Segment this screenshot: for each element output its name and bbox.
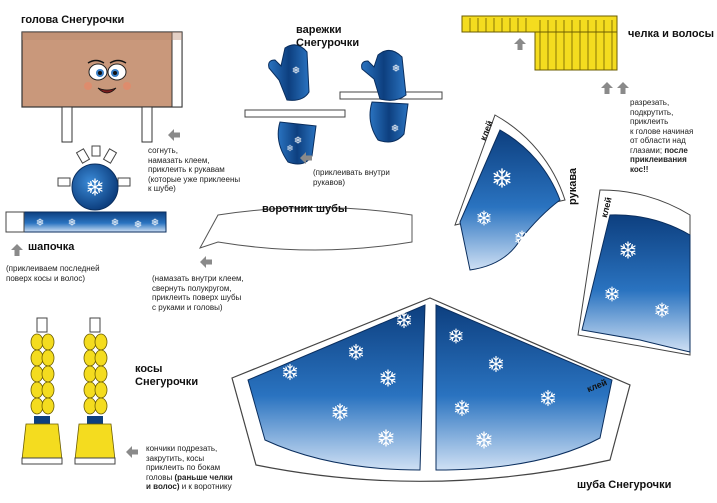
sleeve-template-left <box>454 114 566 271</box>
sleeve-label: рукава <box>567 167 579 205</box>
hat-template <box>5 145 167 233</box>
head-template <box>21 31 183 143</box>
braids-template <box>21 317 116 465</box>
head-label: голова Снегурочки <box>21 14 125 26</box>
collar-label: воротник шубы <box>262 203 348 215</box>
arrow-left-icon <box>200 256 212 268</box>
arrow-up-icon <box>617 82 629 94</box>
arrow-left-icon <box>126 446 138 458</box>
bangs-note: разрезать, подкрутить, приклеить к голов… <box>630 98 694 174</box>
hat-note: (приклеиваем последней поверх косы и вол… <box>6 264 100 283</box>
face-icon <box>84 59 131 94</box>
mittens-label-line1: варежки <box>296 24 342 36</box>
sleeve-template-right <box>577 189 691 356</box>
coat-template <box>231 297 631 482</box>
mittens-label-line2: Снегурочки <box>296 37 360 49</box>
collar-note: (намазать внутри клеем, свернуть полукру… <box>152 274 244 312</box>
bangs-template <box>461 15 618 71</box>
arrow-up-icon <box>514 38 526 50</box>
collar-template <box>198 207 413 251</box>
bangs-label: челка и волосы <box>628 28 714 40</box>
arrow-left-icon <box>168 129 180 141</box>
braids-label-line2: Снегурочки <box>135 376 199 388</box>
mittens-note: (приклеивать внутри рукавов) <box>313 168 390 187</box>
hat-label: шапочка <box>28 241 75 253</box>
coat-label: шуба Снегурочки <box>577 479 672 491</box>
arrow-up-icon <box>601 82 613 94</box>
mittens-template <box>244 44 443 165</box>
head-note: согнуть, намазать клеем, приклеить к рук… <box>148 146 241 193</box>
braids-label-line1: косы <box>135 363 163 375</box>
braids-note: кончики подрезать, закрутить, косы прикл… <box>146 444 233 491</box>
arrow-up-icon <box>11 244 23 256</box>
